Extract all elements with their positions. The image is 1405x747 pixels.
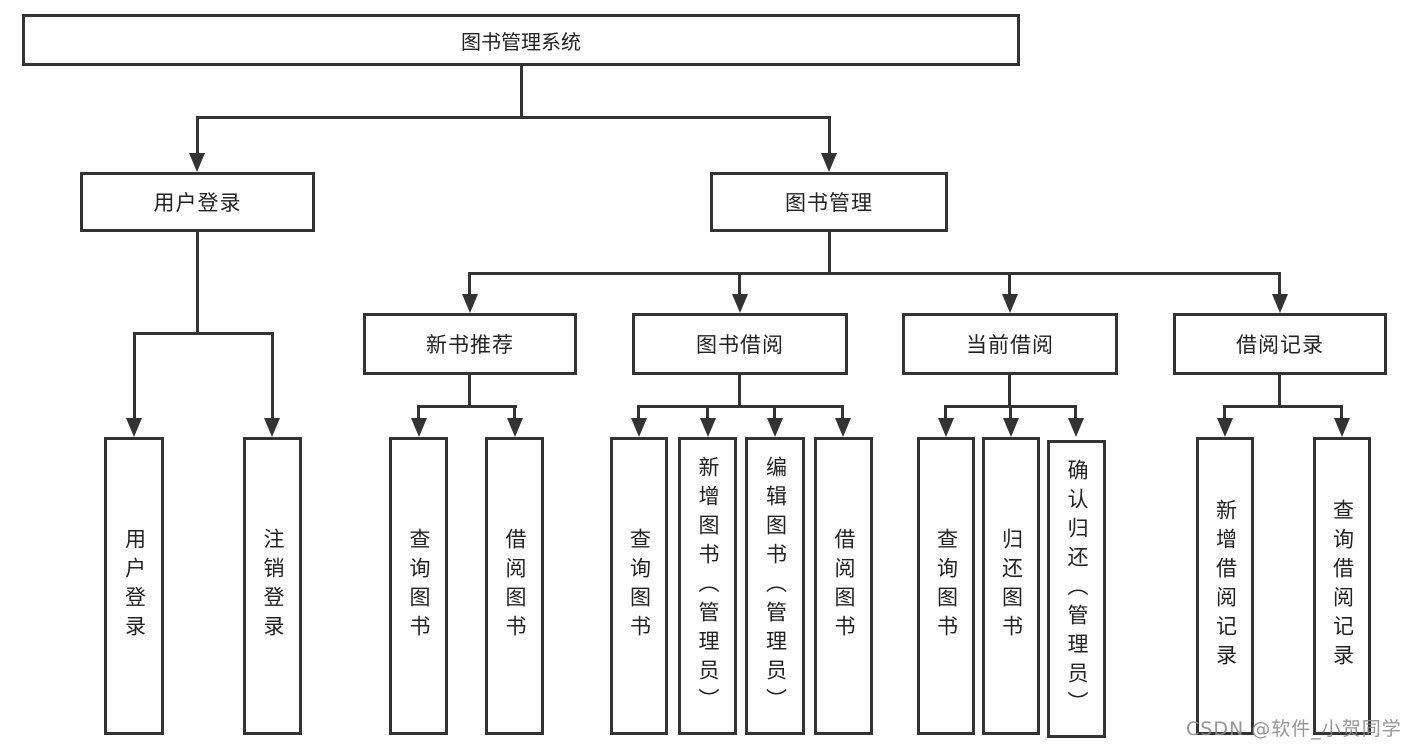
leaf-label: 编辑图书（管理员） [763, 455, 788, 717]
node-label: 用户登录 [153, 191, 242, 215]
leaf-label: 借阅图书 [503, 528, 527, 644]
connector-line [271, 332, 274, 420]
leaf-nb-borrow-books: 借阅图书 [485, 437, 544, 735]
leaf-bb-borrow-books: 借阅图书 [814, 437, 873, 735]
node-book-borrow: 图书借阅 [632, 313, 848, 375]
leaf-cb-query-books: 查询图书 [917, 437, 975, 735]
arrow-down [1002, 294, 1018, 313]
leaf-label: 查询图书 [407, 528, 431, 644]
leaf-user-login: 用户登录 [104, 437, 164, 735]
leaf-cb-confirm-return-admin: 确认归还（管理员） [1047, 440, 1106, 738]
leaf-cb-return-books: 归还图书 [982, 437, 1040, 735]
arrow-down [126, 418, 142, 437]
connector-line [520, 66, 523, 118]
leaf-label: 新增借阅记录 [1213, 499, 1238, 673]
arrow-down [1003, 418, 1019, 437]
leaf-logout: 注销登录 [243, 437, 302, 735]
leaf-br-add-record: 新增借阅记录 [1196, 437, 1254, 735]
leaf-label: 查询借阅记录 [1330, 499, 1355, 673]
node-label: 图书借阅 [696, 333, 784, 357]
arrow-down [938, 418, 954, 437]
connector-line [828, 116, 831, 154]
node-new-books: 新书推荐 [363, 313, 577, 375]
arrow-down [1334, 418, 1350, 437]
leaf-br-query-record: 查询借阅记录 [1313, 437, 1371, 735]
connector-line [196, 116, 199, 154]
connector-line [468, 272, 471, 296]
connector-line [468, 375, 471, 408]
connector-line [1008, 272, 1011, 296]
leaf-label: 新增图书（管理员） [696, 455, 720, 717]
arrow-down [631, 418, 647, 437]
arrow-down [835, 418, 851, 437]
leaf-bb-query-books: 查询图书 [610, 437, 668, 735]
leaf-label: 归还图书 [999, 528, 1024, 644]
connector-line [196, 232, 199, 334]
connector-line [1278, 272, 1281, 296]
leaf-nb-query-books: 查询图书 [389, 437, 448, 735]
leaf-label: 确认归还（管理员） [1065, 458, 1089, 720]
connector-line [196, 116, 831, 119]
connector-line [637, 405, 640, 421]
csdn-watermark: CSDN @软件_小贺同学 [1186, 718, 1402, 740]
node-current-borrow: 当前借阅 [902, 313, 1118, 375]
arrow-down [1068, 418, 1084, 437]
arrow-down [507, 418, 523, 437]
connector-line [1278, 375, 1281, 408]
leaf-label: 注销登录 [261, 528, 285, 644]
connector-line [637, 405, 844, 408]
connector-line [469, 272, 1281, 275]
node-root-label: 图书管理系统 [461, 29, 581, 54]
arrow-down [700, 418, 716, 437]
connector-line [1223, 405, 1226, 421]
node-label: 新书推荐 [426, 333, 514, 357]
node-label: 图书管理 [785, 191, 873, 215]
leaf-label: 用户登录 [122, 528, 147, 644]
arrow-down [1217, 418, 1233, 437]
connector-line [738, 272, 741, 296]
connector-line [828, 232, 831, 275]
node-borrow-records: 借阅记录 [1173, 313, 1387, 375]
arrow-down [411, 418, 427, 437]
arrow-down [1272, 294, 1288, 313]
node-label: 借阅记录 [1236, 333, 1324, 357]
connector-line [706, 405, 709, 421]
connector-line [841, 405, 844, 421]
leaf-bb-edit-books-admin: 编辑图书（管理员） [745, 437, 805, 735]
connector-line [773, 405, 776, 421]
connector-line [513, 405, 516, 421]
leaf-label: 查询图书 [934, 528, 959, 644]
arrow-down [189, 153, 205, 172]
leaf-bb-add-books-admin: 新增图书（管理员） [678, 437, 737, 735]
connector-line [1008, 375, 1011, 408]
node-user-login: 用户登录 [80, 172, 315, 232]
connector-line [738, 375, 741, 408]
arrow-down [732, 294, 748, 313]
connector-line [1009, 405, 1012, 421]
leaf-label: 查询图书 [627, 528, 652, 644]
connector-line [417, 405, 517, 408]
node-label: 当前借阅 [966, 333, 1054, 357]
connector-line [1340, 405, 1343, 421]
connector-line [1224, 405, 1343, 408]
arrow-down [767, 418, 783, 437]
connector-line [944, 405, 947, 421]
connector-line [1074, 405, 1077, 421]
leaf-label: 借阅图书 [832, 528, 856, 644]
node-book-mgmt: 图书管理 [710, 172, 948, 232]
connector-line [417, 405, 420, 421]
arrow-down [264, 418, 280, 437]
arrow-down [821, 153, 837, 172]
connector-line [133, 332, 274, 335]
arrow-down [462, 294, 478, 313]
connector-line [133, 332, 136, 420]
node-root: 图书管理系统 [22, 14, 1020, 66]
